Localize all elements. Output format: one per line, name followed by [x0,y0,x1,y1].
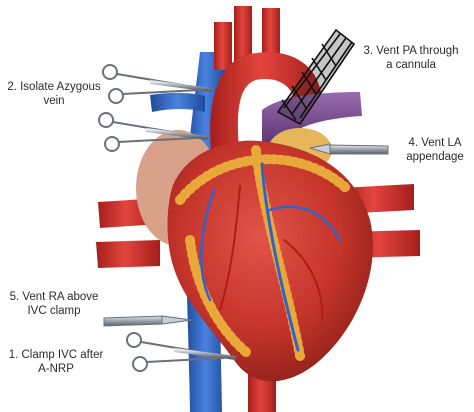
label-step4-line1: 4. Vent LA [408,137,462,149]
scalpel-icon [103,315,193,327]
label-step3-line1: 3. Vent PA through [363,45,459,57]
label-step2-line1: 2. Isolate Azygous [7,81,101,93]
clamp-icon [126,332,237,372]
label-step2-line2: vein [43,95,65,107]
label-step2-isolate-azygous: 2. Isolate Azygous vein [2,80,106,108]
cannula-mesh-icon [276,28,356,126]
clamp-icon [102,64,213,104]
label-step4-line2: appendage [406,151,464,163]
label-step1-clamp-ivc: 1. Clamp IVC after A-NRP [2,348,110,376]
clamp-icon [98,112,209,152]
scalpel-icon [309,143,389,155]
label-step3-line2: a cannula [386,59,436,71]
label-step3-vent-pa: 3. Vent PA through a cannula [352,44,470,72]
label-step5-line1: 5. Vent RA above [9,291,99,303]
label-step5-line2: IVC clamp [27,305,81,317]
label-step1-line1: 1. Clamp IVC after [8,349,104,361]
coronary-vessels [200,162,342,352]
label-step5-vent-ra: 5. Vent RA above IVC clamp [2,290,106,318]
label-step1-line2: A-NRP [38,363,74,375]
label-step4-vent-la: 4. Vent LA appendage [398,136,472,164]
